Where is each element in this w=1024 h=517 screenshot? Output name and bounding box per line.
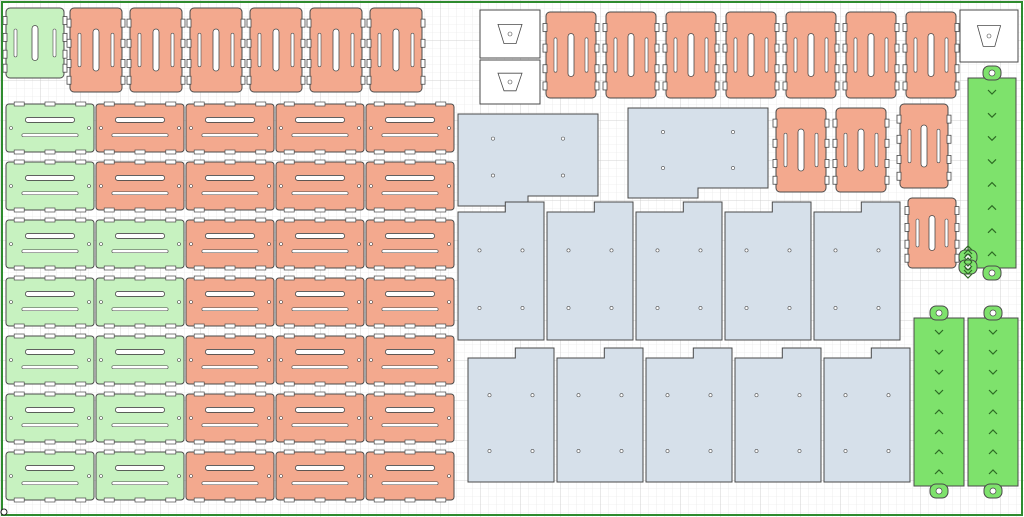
white-bracket [479,9,541,59]
blue-gray-base-plate [627,107,769,199]
blue-gray-base-plate [457,113,599,207]
bright-green-rail [913,305,965,499]
white-bracket [959,9,1019,63]
horizontal-slotted-plate [275,449,365,503]
blue-gray-base-plate [724,201,812,341]
horizontal-slotted-plate [185,275,275,329]
horizontal-slotted-plate [185,391,275,445]
vertical-slotted-plate [662,11,720,99]
bright-green-rail [967,65,1017,281]
horizontal-slotted-plate [185,101,275,155]
white-bracket [479,59,541,105]
horizontal-slotted-plate [365,159,455,213]
horizontal-slotted-plate [185,217,275,271]
blue-gray-base-plate [635,201,723,341]
horizontal-slotted-plate [95,101,185,155]
horizontal-slotted-plate [275,101,365,155]
horizontal-slotted-plate [5,449,95,503]
blue-gray-base-plate [546,201,634,341]
horizontal-slotted-plate [95,159,185,213]
vertical-slotted-plate [306,7,366,93]
vertical-slotted-plate [246,7,306,93]
vertical-slotted-plate [782,11,840,99]
vertical-slotted-plate [66,7,126,93]
horizontal-slotted-plate [185,449,275,503]
horizontal-slotted-plate [185,333,275,387]
vertical-slotted-plate [2,7,68,79]
horizontal-slotted-plate [365,217,455,271]
horizontal-slotted-plate [5,333,95,387]
vertical-slotted-plate [842,11,900,99]
horizontal-slotted-plate [275,275,365,329]
vertical-slotted-plate [832,107,890,193]
vertical-slotted-plate [896,103,952,189]
horizontal-slotted-plate [95,449,185,503]
horizontal-slotted-plate [275,217,365,271]
horizontal-slotted-plate [275,391,365,445]
blue-gray-base-plate [556,347,644,483]
parts-layer [2,7,1019,503]
vertical-slotted-plate [722,11,780,99]
blue-gray-base-plate [734,347,822,483]
blue-gray-base-plate [467,347,555,483]
horizontal-slotted-plate [5,217,95,271]
vertical-slotted-plate [542,11,600,99]
horizontal-slotted-plate [95,391,185,445]
blue-gray-base-plate [457,201,545,341]
bright-green-rail [967,305,1019,499]
vertical-slotted-plate [602,11,660,99]
horizontal-slotted-plate [5,391,95,445]
horizontal-slotted-plate [95,275,185,329]
horizontal-slotted-plate [365,391,455,445]
horizontal-slotted-plate [185,159,275,213]
blue-gray-base-plate [823,347,911,483]
blue-gray-base-plate [813,201,901,341]
origin-marker-icon [0,508,8,516]
horizontal-slotted-plate [5,275,95,329]
horizontal-slotted-plate [365,333,455,387]
horizontal-slotted-plate [365,275,455,329]
horizontal-slotted-plate [275,159,365,213]
horizontal-slotted-plate [95,217,185,271]
vertical-slotted-plate [366,7,426,93]
horizontal-slotted-plate [5,159,95,213]
vertical-slotted-plate [904,197,960,269]
horizontal-slotted-plate [95,333,185,387]
vertical-slotted-plate [772,107,830,193]
blue-gray-base-plate [645,347,733,483]
horizontal-slotted-plate [365,449,455,503]
horizontal-slotted-plate [5,101,95,155]
vertical-slotted-plate [186,7,246,93]
horizontal-slotted-plate [275,333,365,387]
vertical-slotted-plate [902,11,960,99]
vertical-slotted-plate [126,7,186,93]
horizontal-slotted-plate [365,101,455,155]
bright-green-rail-connector [958,245,978,279]
